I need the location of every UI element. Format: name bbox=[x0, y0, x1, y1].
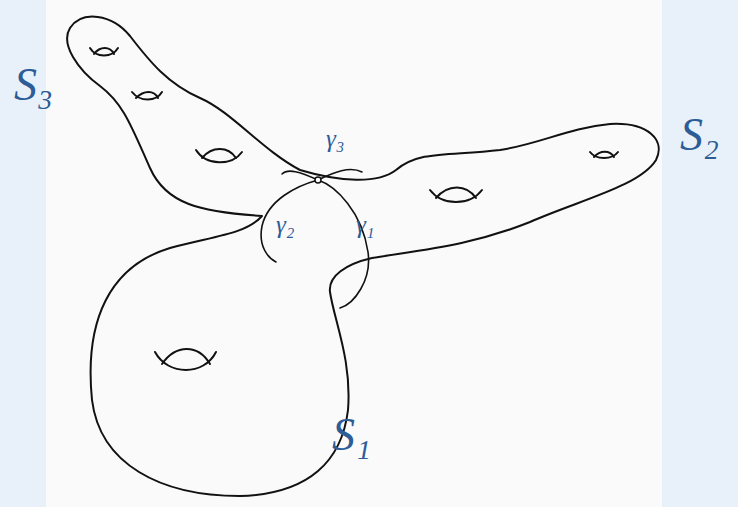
basepoint-dot bbox=[315, 177, 321, 183]
surface-label: S₁ bbox=[332, 412, 371, 458]
surface-label: S₂ bbox=[680, 112, 719, 158]
surface-label: S₃ bbox=[14, 62, 53, 108]
curve-label: γ₂ bbox=[276, 212, 295, 237]
curve-label: γ₃ bbox=[326, 126, 345, 151]
curve-label: γ₁ bbox=[356, 212, 375, 237]
gamma-curves bbox=[261, 170, 368, 308]
paper-panel bbox=[46, 0, 662, 507]
surface-outline bbox=[67, 17, 659, 496]
handle-holes bbox=[90, 48, 618, 370]
